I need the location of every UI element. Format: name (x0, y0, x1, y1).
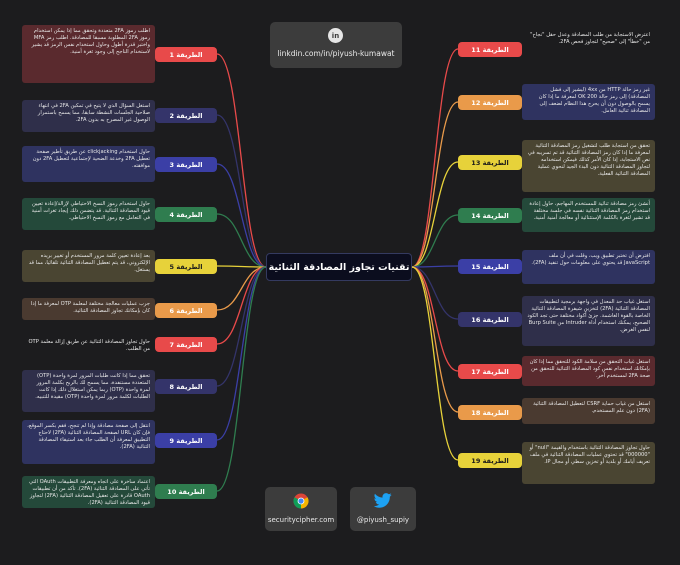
twitter-bird-icon (373, 493, 392, 512)
method-description-right: حاول تجاوز المصادقة الثنائية باستخدام وا… (522, 442, 655, 484)
method-node-left[interactable]: الطريقة 10 (155, 484, 217, 499)
connector-right (411, 266, 459, 320)
central-topic: تقنيات تجاوز المصادقة الثنائية (266, 253, 412, 281)
website-url[interactable]: securitycipher.com (267, 516, 335, 524)
method-node-right[interactable]: الطريقة 17 (458, 364, 522, 379)
connector-right (411, 266, 459, 413)
method-description-left: استغل السؤال الذي لا يتيح في تمكين 2FA ف… (22, 100, 155, 132)
connector-right (411, 265, 459, 268)
connector-left (216, 163, 267, 268)
method-node-left[interactable]: الطريقة 1 (155, 47, 217, 62)
method-description-right: استغل غياب حد المعدل في واجهة برمجية لتط… (522, 296, 655, 346)
connector-left (216, 266, 267, 492)
method-node-left[interactable]: الطريقة 4 (155, 207, 217, 222)
method-description-right: افترض أن تختبر تطبيق ويب، وقلت في أن ملف… (522, 250, 655, 284)
method-description-right: تحقق من استجابة طلب لتشغيل رمز المصادقة … (522, 140, 655, 192)
method-node-right[interactable]: الطريقة 13 (458, 155, 522, 170)
connector-left (216, 265, 267, 268)
method-description-left: بعد إعادة تعيين كلمة مرور المستخدم أو تغ… (22, 250, 155, 282)
method-description-left: حاول استخدام clickjacking عن طريق تأطير … (22, 146, 155, 182)
website-card[interactable]: securitycipher.com (265, 487, 337, 531)
method-description-right: اعترض الاستجابة من طلب المصادقة وعدل حقل… (522, 29, 655, 65)
method-node-right[interactable]: الطريقة 11 (458, 42, 522, 57)
connector-right (411, 161, 459, 268)
linkedin-url[interactable]: linkdin.com/in/piyush-kumawat (277, 49, 395, 58)
connector-right (411, 266, 459, 372)
connector-left (216, 266, 267, 311)
connector-left (216, 53, 267, 268)
method-description-left: انتقل إلى صفحة مصادقة وإذا لم تنجح، فقم … (22, 420, 155, 464)
method-node-left[interactable]: الطريقة 8 (155, 379, 217, 394)
connector-right (411, 266, 459, 461)
connector-left (216, 114, 267, 268)
method-description-left: تحقق مما إذا كانت طلبات المرور لمرة واحد… (22, 370, 155, 412)
method-description-left: حاول تجاوز المصادقة الثنائية عن طريق إزا… (22, 336, 155, 354)
linkedin-card[interactable]: in linkdin.com/in/piyush-kumawat (270, 22, 402, 68)
method-node-left[interactable]: الطريقة 5 (155, 259, 217, 274)
connector-left (216, 266, 267, 345)
twitter-card[interactable]: @piyush_supiy (350, 487, 416, 531)
connector-right (411, 214, 459, 268)
method-node-right[interactable]: الطريقة 16 (458, 312, 522, 327)
method-description-left: اعتماد ساخرة على اتجاه ومعرفة التطبيقات … (22, 476, 155, 508)
chrome-icon (293, 493, 309, 513)
method-node-right[interactable]: الطريقة 12 (458, 95, 522, 110)
connector-right (411, 101, 459, 268)
linkedin-icon: in (328, 28, 343, 43)
method-node-left[interactable]: الطريقة 9 (155, 433, 217, 448)
method-node-left[interactable]: الطريقة 3 (155, 157, 217, 172)
method-node-right[interactable]: الطريقة 19 (458, 453, 522, 468)
method-description-right: استغل من غياب حماية CSRF لتعطيل المصادقة… (522, 398, 655, 424)
connector-right (411, 48, 459, 268)
method-description-left: اطلب رموز 2FA متعددة وتحقق مما إذا يمكن … (22, 25, 155, 83)
method-node-right[interactable]: الطريقة 18 (458, 405, 522, 420)
method-node-right[interactable]: الطريقة 14 (458, 208, 522, 223)
method-node-left[interactable]: الطريقة 7 (155, 337, 217, 352)
method-description-right: غير رمز حالة HTTP من 4xx (ليشير إلى فشل … (522, 84, 655, 120)
connector-left (216, 266, 267, 387)
method-description-right: أنشئ رمز مصادقة ثنائية للمستخدم المهاجم،… (522, 198, 655, 232)
method-node-left[interactable]: الطريقة 6 (155, 303, 217, 318)
method-description-left: جرب عمليات معالجة مختلفة لمعلمة OTP لمعر… (22, 298, 155, 320)
method-node-left[interactable]: الطريقة 2 (155, 108, 217, 123)
twitter-handle[interactable]: @piyush_supiy (356, 516, 410, 524)
connector-left (216, 266, 267, 441)
method-node-right[interactable]: الطريقة 15 (458, 259, 522, 274)
method-description-right: استغل غياب التحقق من سلامة الكود للتحقق … (522, 356, 655, 386)
method-description-left: حاول استخدام رموز النسخ الاحتياطي لإزالة… (22, 198, 155, 230)
connector-left (216, 213, 267, 268)
